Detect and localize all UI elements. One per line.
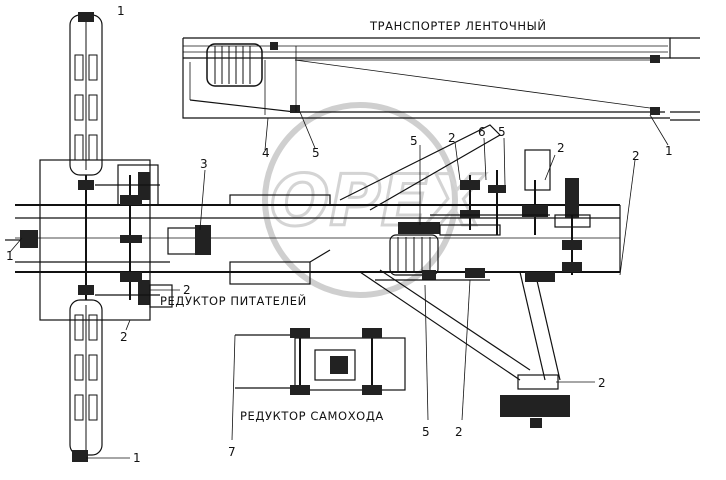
drawbar [339,124,561,390]
callout-top-left: 1 [117,4,125,18]
feeder-reducer-caption: РЕДУКТОР ПИТАТЕЛЕЙ [160,293,307,308]
watermark-text: OPEX [270,160,486,242]
callout-2-feeder-b: 2 [120,330,128,344]
callout-5-bottom: 5 [422,425,430,439]
watermark-logo: OPEX [262,102,487,298]
drive-reducer [235,328,406,395]
callout-5-mid-b: 5 [498,125,506,139]
callout-3: 3 [200,157,208,171]
belt-conveyor [182,37,700,121]
center-drum [375,222,501,281]
main-frame [5,159,621,321]
callout-2-bottom-right: 2 [598,376,606,390]
callout-2-feeder: 2 [183,283,191,297]
callout-2-bottom: 2 [455,425,463,439]
ground-block [500,395,570,417]
callout-7: 7 [228,445,236,459]
callout-4: 4 [262,146,270,160]
drive-reducer-caption: РЕДУКТОР САМОХОДА [240,409,384,423]
conveyor-caption: ТРАНСПОРТЕР ЛЕНТОЧНЫЙ [369,18,547,33]
ground-foot [530,418,542,428]
callout-1-left: 1 [6,249,14,263]
callout-2-mid: 2 [448,131,456,145]
callout-2-right-b: 2 [632,149,640,163]
callout-1-bottom: 1 [133,451,141,465]
callout-5-top: 5 [312,146,320,160]
left-wheel-assembly [69,12,103,462]
feeder-reducer [95,164,173,308]
callout-5-mid: 5 [410,134,418,148]
gear-cluster [430,149,591,282]
callout-2-right-a: 2 [557,141,565,155]
leader-lines [9,111,669,459]
callout-1-right: 1 [665,144,673,158]
callout-6: 6 [478,125,486,139]
